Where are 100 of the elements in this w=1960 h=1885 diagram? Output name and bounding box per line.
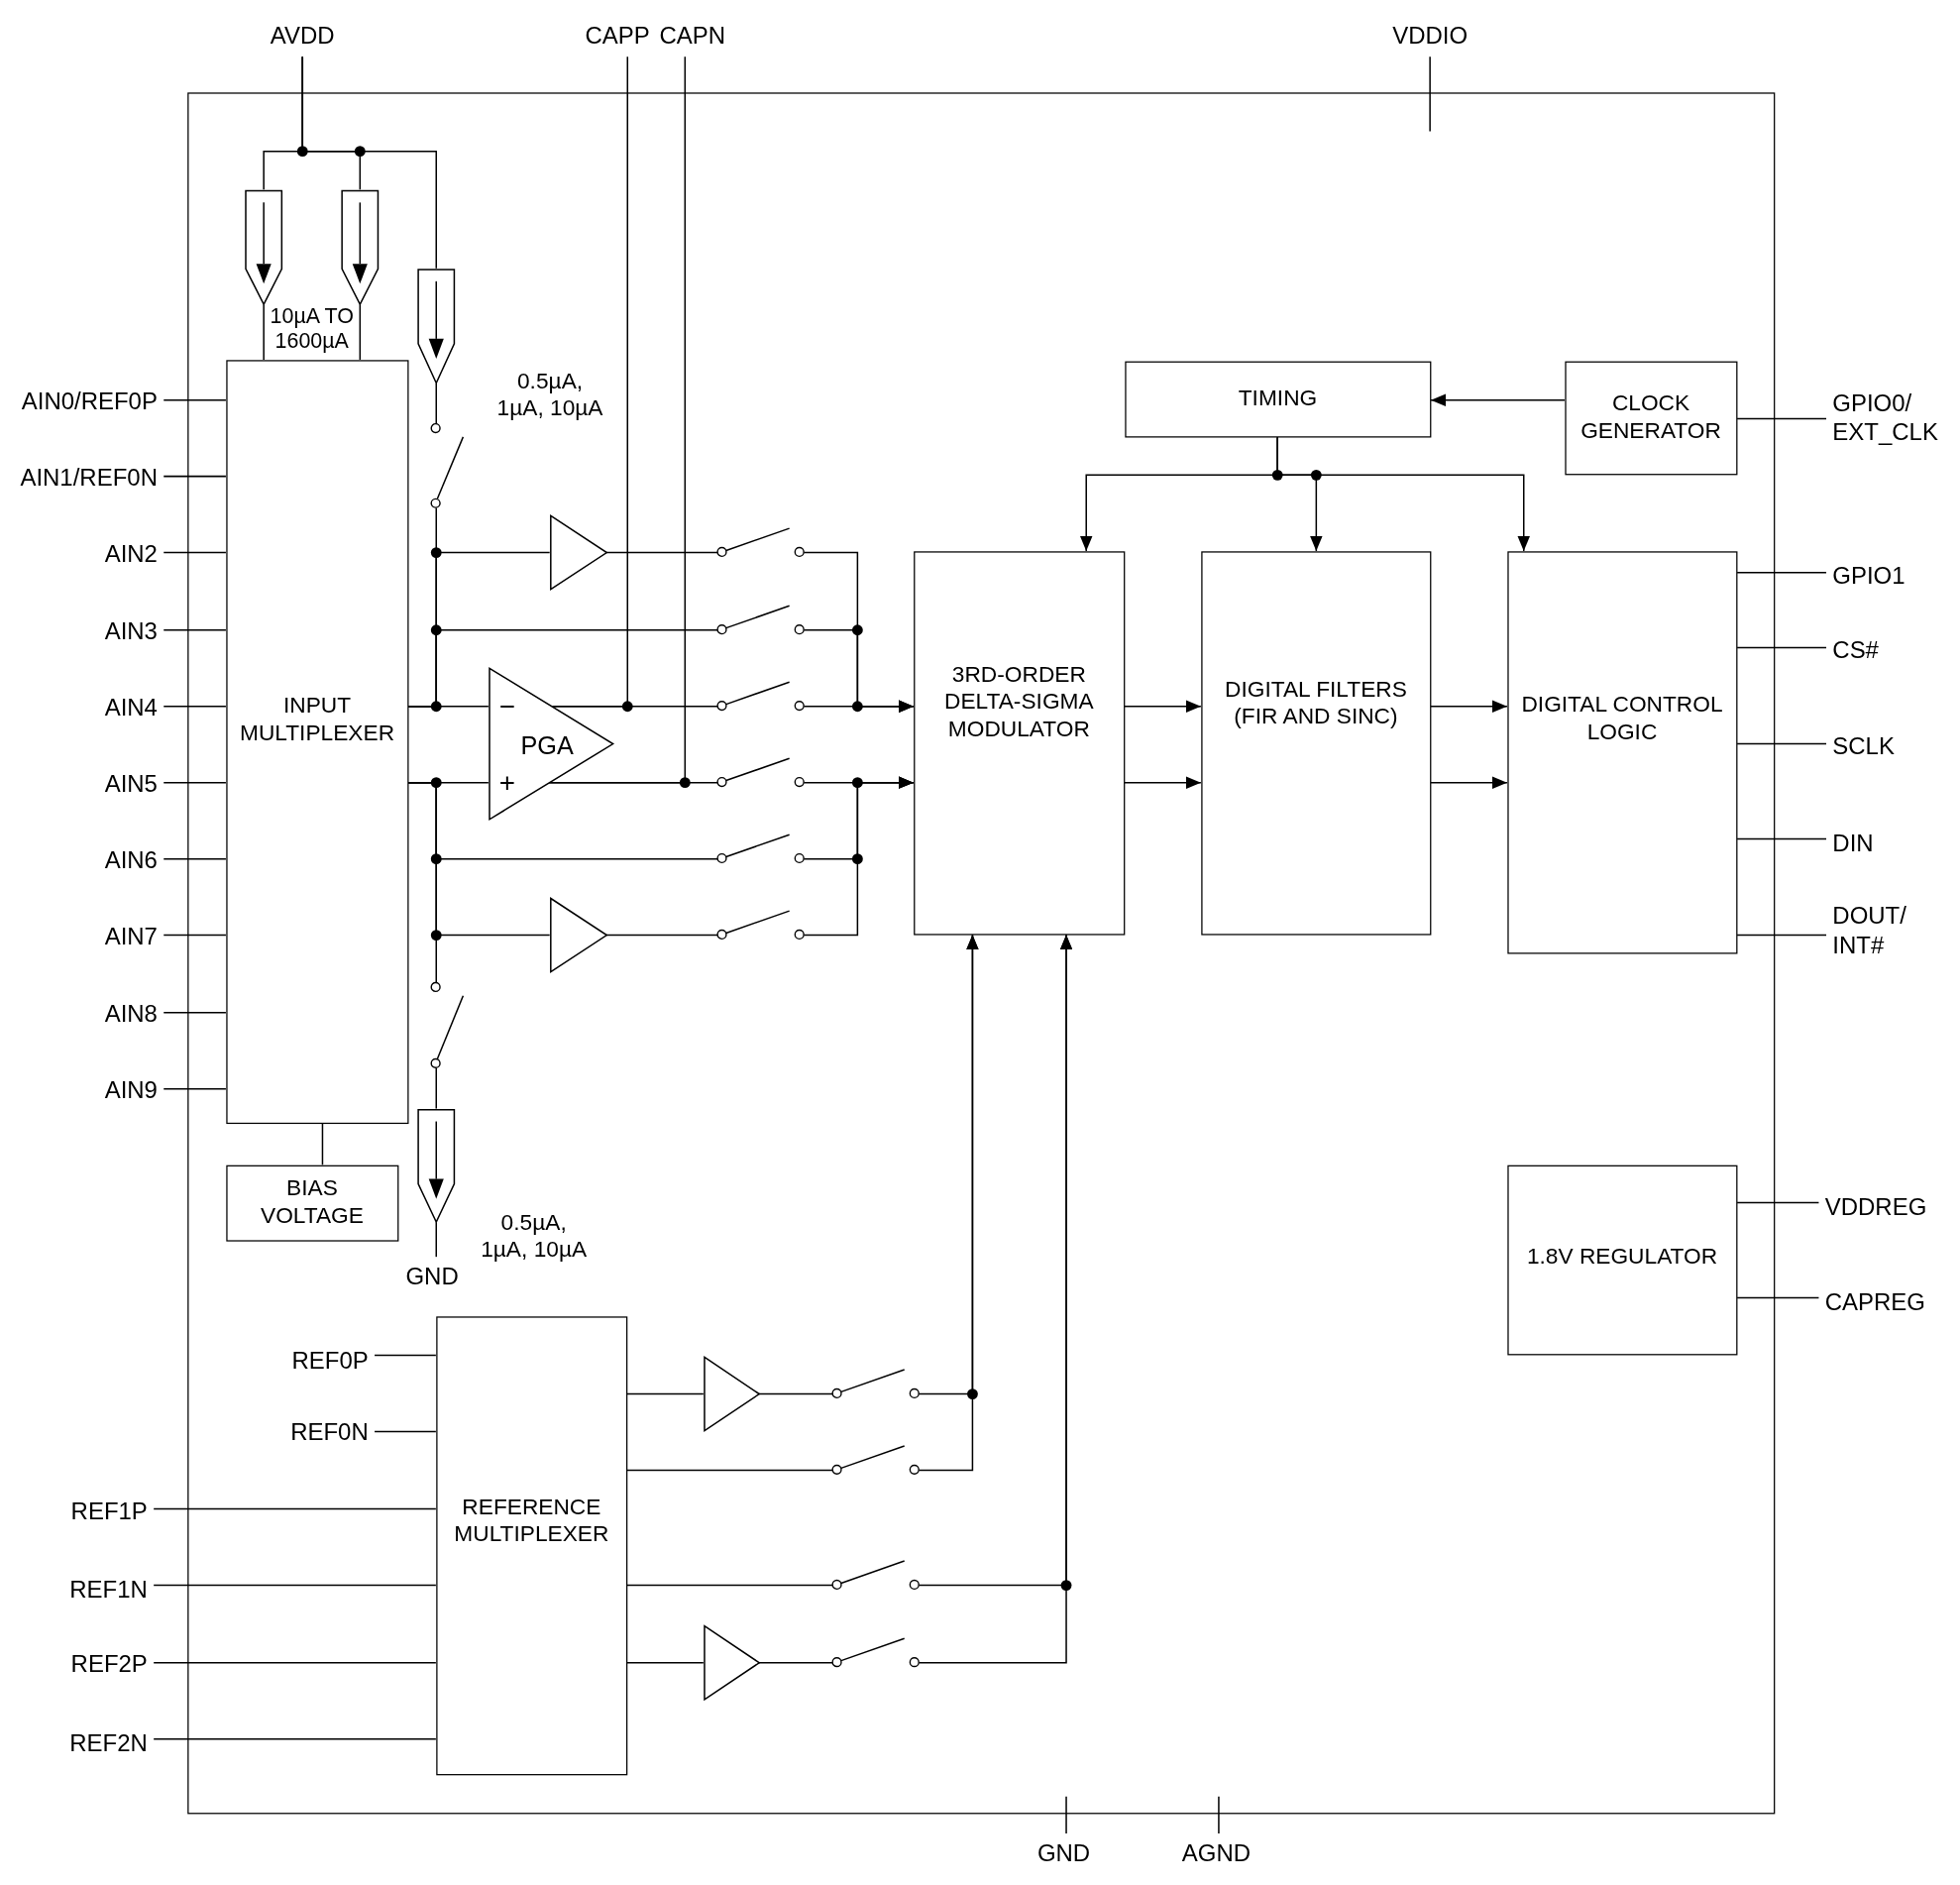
connection-line	[435, 383, 437, 425]
connection-line	[163, 1012, 227, 1014]
switch-icon	[717, 833, 805, 863]
switch-icon	[717, 605, 805, 634]
pin-label: REF0P	[291, 1347, 369, 1376]
pin-label: AVDD	[270, 22, 335, 51]
connection-line	[163, 706, 227, 708]
switch-icon	[717, 757, 805, 787]
current-rating-label: 0.5µA, 1µA, 10µA	[480, 1209, 589, 1264]
signal-arrow	[1124, 776, 1202, 789]
current-rating-label: 0.5µA, 1µA, 10µA	[495, 368, 604, 422]
connection-line	[1218, 1796, 1220, 1834]
current-rating-label: 10µA TO 1600µA	[269, 304, 355, 356]
pin-label: REF0N	[290, 1417, 369, 1447]
switch-icon	[717, 910, 805, 940]
connection-line	[1736, 1296, 1820, 1299]
pin-label: GPIO1	[1832, 562, 1906, 591]
amplifier-symbol	[488, 667, 613, 821]
connection-line	[1736, 934, 1827, 937]
connection-line	[758, 1662, 834, 1664]
buffer-amplifier-icon	[703, 1356, 760, 1431]
buffer-amplifier-icon	[549, 514, 607, 590]
pin-label: AIN5	[104, 770, 158, 800]
connection-line	[1736, 1201, 1820, 1204]
switch-icon	[832, 1369, 920, 1398]
connection-line	[1736, 742, 1827, 745]
pin-label: VDDREG	[1824, 1193, 1927, 1222]
connection-line	[359, 303, 362, 361]
connection-line	[153, 1507, 437, 1510]
signal-arrow	[1276, 436, 1531, 552]
connection-line	[1065, 1796, 1067, 1834]
signal-arrow	[1430, 776, 1508, 789]
connection-line	[435, 1066, 437, 1110]
connection-line	[163, 551, 227, 554]
connection-line	[263, 303, 265, 361]
polarity-sign: −	[498, 692, 515, 721]
connection-line	[548, 781, 719, 784]
current-source-icon	[341, 189, 379, 305]
connection-line	[626, 1662, 705, 1664]
connection-line	[163, 934, 227, 937]
connection-line	[626, 1584, 834, 1587]
pin-label: AIN2	[104, 540, 158, 570]
connection-line	[153, 1584, 437, 1587]
pin-label: GPIO0/ EXT_CLK	[1832, 389, 1938, 448]
switch-icon	[832, 1637, 920, 1667]
connection-line	[551, 706, 719, 708]
switch-icon	[832, 1560, 920, 1590]
pin-label: AIN7	[104, 923, 158, 952]
pin-label: AIN8	[104, 1000, 158, 1030]
pin-label: GND	[1036, 1839, 1091, 1869]
ground-label: GND	[405, 1263, 459, 1292]
current-source-icon	[416, 1108, 455, 1223]
connection-line	[1736, 837, 1827, 840]
current-source-icon	[244, 189, 282, 305]
pin-label: REF1N	[69, 1576, 148, 1605]
amplifier-label: PGA	[520, 731, 574, 758]
connection-line	[626, 1469, 834, 1472]
buffer-amplifier-icon	[703, 1624, 760, 1701]
signal-arrow	[803, 776, 915, 937]
switch-icon	[832, 1445, 920, 1475]
connection-line	[1736, 572, 1827, 574]
pin-label: AGND	[1181, 1839, 1252, 1869]
pin-label: REF1P	[70, 1498, 148, 1527]
connection-line	[1736, 646, 1827, 649]
pin-label: REF2P	[70, 1650, 148, 1680]
pin-label: AIN1/REF0N	[20, 464, 158, 494]
connection-line	[605, 934, 719, 937]
connection-line	[163, 857, 227, 860]
pin-label: AIN3	[104, 617, 158, 647]
connection-line	[374, 1354, 437, 1357]
polarity-sign: +	[498, 768, 515, 797]
connection-line	[374, 1430, 437, 1433]
connection-line	[163, 1088, 227, 1090]
switch-icon	[431, 982, 465, 1068]
pin-label: SCLK	[1832, 733, 1895, 762]
pin-label: VDDIO	[1392, 22, 1469, 51]
pin-label: CAPN	[659, 22, 726, 51]
switch-icon	[717, 527, 805, 557]
signal-arrow	[1124, 700, 1202, 714]
signal-arrow	[803, 700, 915, 714]
connection-line	[1429, 55, 1431, 133]
pin-label: AIN4	[104, 694, 158, 723]
pin-label: CAPP	[585, 22, 650, 51]
connection-line	[163, 398, 227, 401]
pin-label: CS#	[1832, 636, 1879, 666]
switch-icon	[717, 681, 805, 711]
pin-label: DIN	[1832, 830, 1874, 858]
connection-line	[758, 1392, 834, 1395]
pin-label: AIN0/REF0P	[21, 388, 158, 417]
switch-icon	[431, 423, 465, 508]
pin-label: AIN9	[104, 1076, 158, 1106]
connection-line	[321, 1122, 324, 1166]
connection-line	[605, 551, 719, 554]
connection-line	[626, 1392, 705, 1395]
pin-label: AIN6	[104, 846, 158, 876]
connection-line	[301, 55, 437, 270]
connection-line	[153, 1662, 437, 1664]
connection-line	[163, 781, 227, 784]
buffer-amplifier-icon	[549, 897, 607, 973]
pin-label: REF2N	[69, 1729, 148, 1759]
